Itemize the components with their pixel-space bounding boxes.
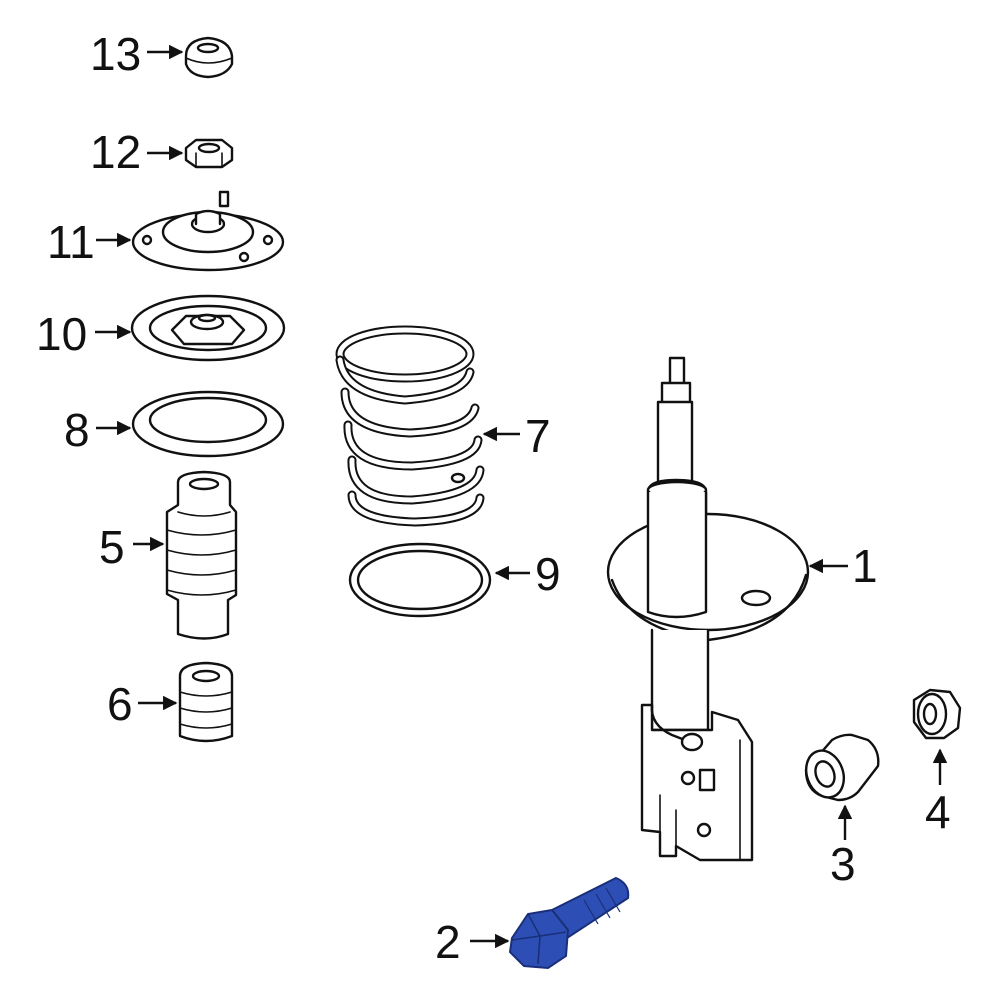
part-8-upper-insulator[interactable] [131, 390, 285, 458]
callout-4: 4 [925, 786, 951, 838]
part-3-bushing[interactable] [800, 733, 880, 803]
callout-6: 6 [107, 678, 133, 730]
part-9-lower-insulator[interactable] [348, 542, 492, 618]
part-4-flange-nut[interactable] [912, 688, 962, 740]
part-5-bump-stop[interactable] [165, 470, 238, 640]
callout-5: 5 [99, 521, 125, 573]
callout-13: 13 [90, 28, 141, 80]
callout-10: 10 [36, 308, 87, 360]
part-12-nut[interactable] [184, 138, 234, 169]
callout-9: 9 [535, 548, 561, 600]
callout-11: 11 [47, 216, 95, 268]
callout-3: 3 [830, 838, 856, 890]
part-2-bolt-highlighted[interactable] [508, 876, 630, 970]
part-11-strut-mount[interactable] [131, 190, 285, 272]
callout-1: 1 [852, 540, 878, 592]
callout-7: 7 [525, 410, 551, 462]
part-1-strut-assembly[interactable] [606, 356, 810, 862]
callout-12: 12 [90, 126, 141, 178]
callout-2: 2 [435, 916, 461, 968]
part-7-coil-spring[interactable] [335, 325, 485, 527]
callout-8: 8 [64, 404, 90, 456]
part-6-jounce-bumper[interactable] [178, 661, 234, 743]
part-10-upper-spring-seat[interactable] [130, 294, 286, 362]
part-13-bump-cap[interactable] [184, 36, 234, 79]
